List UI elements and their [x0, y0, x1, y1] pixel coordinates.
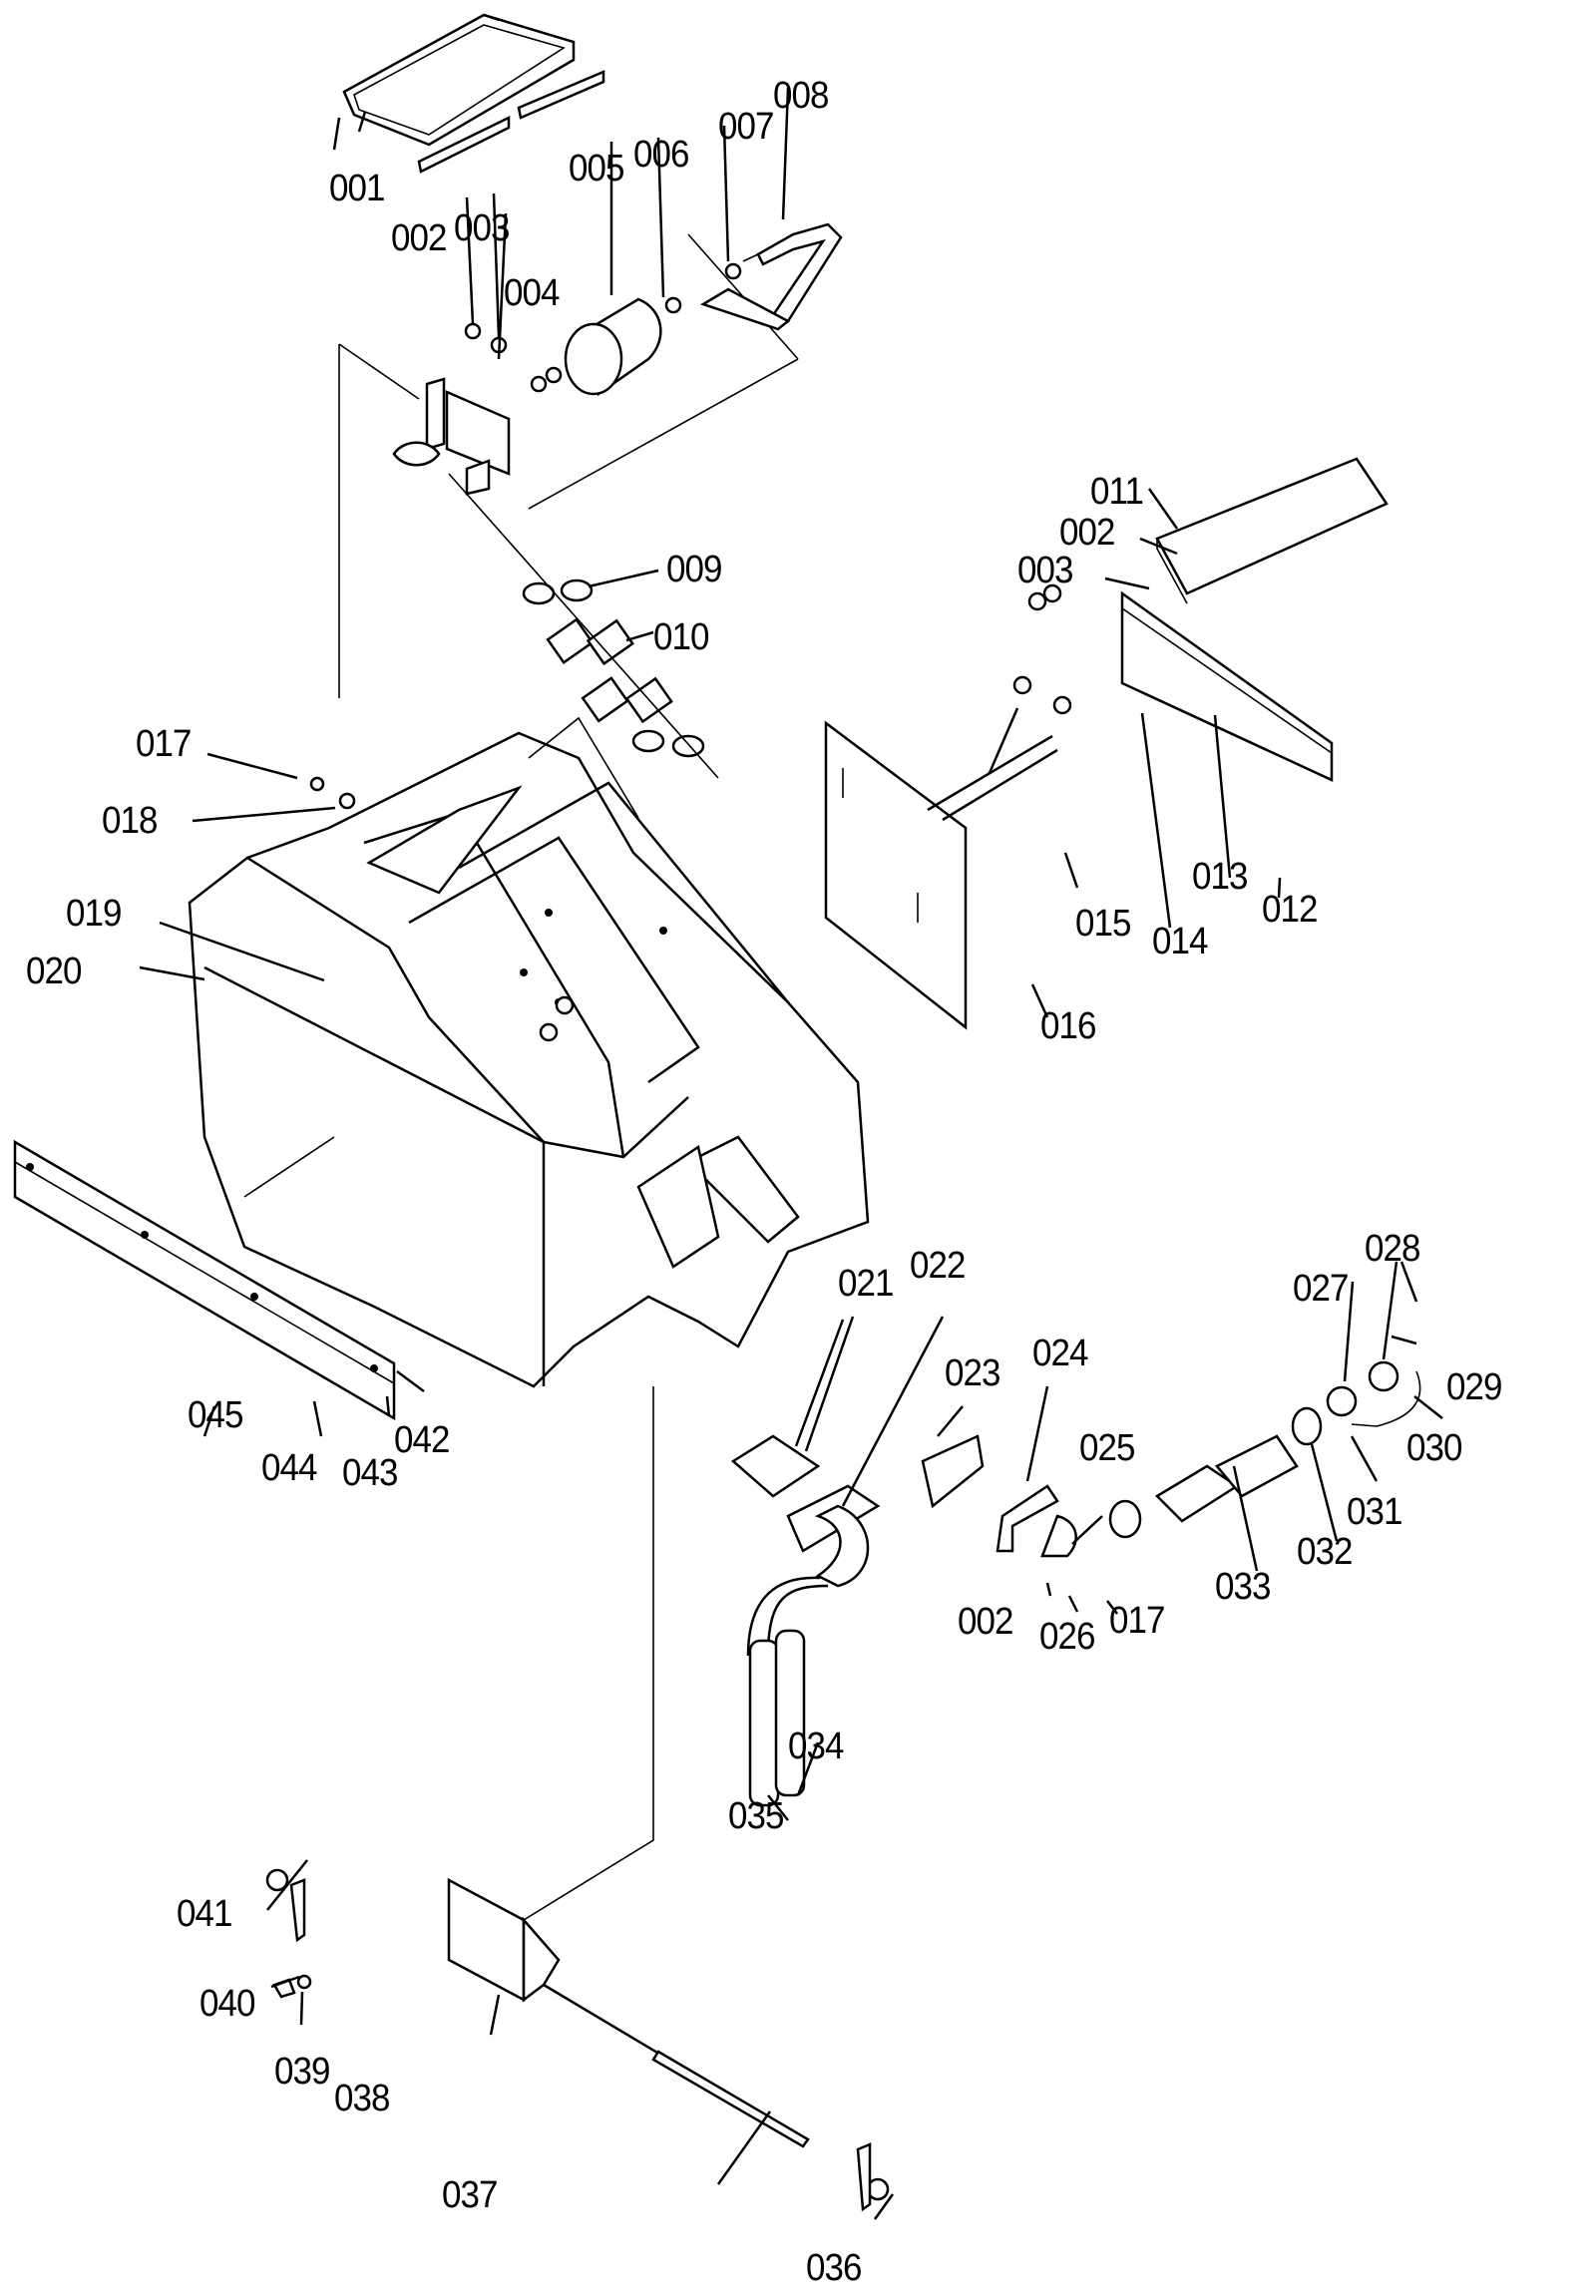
- label-009: 009: [666, 549, 722, 590]
- label-002-right: 002: [1059, 512, 1115, 554]
- label-002-lower: 002: [958, 1601, 1013, 1643]
- label-022: 022: [910, 1245, 966, 1287]
- label-013: 013: [1192, 856, 1248, 898]
- label-029: 029: [1446, 1366, 1502, 1408]
- label-015: 015: [1075, 903, 1131, 945]
- label-039: 039: [274, 2051, 330, 2093]
- label-027: 027: [1293, 1268, 1349, 1310]
- label-003-right: 003: [1017, 550, 1073, 591]
- label-037: 037: [442, 2174, 498, 2216]
- label-035: 035: [728, 1795, 784, 1837]
- label-003: 003: [454, 207, 510, 249]
- label-038: 038: [334, 2078, 390, 2119]
- part-012-plate: [1120, 590, 1334, 782]
- part-011-plate: [1155, 457, 1389, 604]
- label-012: 012: [1262, 889, 1318, 931]
- part-022-elbow: [746, 1484, 881, 1657]
- part-004-bracket: [392, 377, 511, 496]
- label-030: 030: [1406, 1427, 1462, 1469]
- part-023-plate: [921, 1434, 985, 1509]
- label-016: 016: [1040, 1005, 1096, 1047]
- part-021-gasket: [730, 1434, 821, 1498]
- label-043: 043: [342, 1452, 398, 1494]
- label-004: 004: [504, 272, 560, 314]
- label-041: 041: [177, 1893, 232, 1935]
- part-042-rail: [13, 1139, 396, 1421]
- part-028-fitting: [1368, 1360, 1399, 1392]
- part-025-ring: [1108, 1499, 1142, 1539]
- label-010: 010: [653, 616, 709, 658]
- label-007: 007: [718, 106, 774, 148]
- label-005: 005: [569, 148, 624, 190]
- label-020: 020: [26, 951, 82, 992]
- part-032-ring: [1291, 1406, 1323, 1446]
- part-033-coupler: [1154, 1434, 1299, 1523]
- part-008-handle: [700, 222, 843, 331]
- part-024-bracket: [996, 1484, 1059, 1553]
- label-017: 017: [136, 723, 192, 765]
- label-042: 042: [394, 1419, 450, 1461]
- label-040: 040: [200, 1983, 255, 2025]
- label-026: 026: [1039, 1616, 1095, 1658]
- label-031: 031: [1347, 1491, 1402, 1533]
- part-030-chain: [1351, 1370, 1421, 1427]
- part-020-tank: [188, 716, 870, 1388]
- label-025: 025: [1079, 1427, 1135, 1469]
- part-038-bracket: [447, 1386, 654, 2003]
- label-033: 033: [1215, 1566, 1271, 1608]
- label-024: 024: [1032, 1333, 1088, 1374]
- label-021: 021: [838, 1263, 894, 1305]
- label-019: 019: [66, 893, 122, 935]
- label-001: 001: [329, 168, 385, 209]
- label-044: 044: [261, 1447, 317, 1489]
- label-045: 045: [188, 1394, 243, 1436]
- label-014: 014: [1152, 921, 1208, 962]
- label-023: 023: [945, 1352, 1000, 1394]
- part-005-cylinder: [564, 297, 662, 397]
- label-017-lower: 017: [1109, 1600, 1165, 1642]
- part-034-035-hoses: [748, 1629, 806, 1807]
- part-027-cap: [1326, 1385, 1358, 1417]
- part-001-seat-pad: [332, 13, 605, 174]
- label-008: 008: [773, 75, 829, 117]
- part-037-rod: [651, 2050, 810, 2148]
- label-032: 032: [1297, 1531, 1353, 1573]
- label-006: 006: [633, 134, 689, 176]
- part-016-plate: [824, 720, 968, 1030]
- leader-lines: [139, 87, 1443, 2220]
- part-009-010-rollers: [448, 473, 719, 779]
- label-036: 036: [806, 2247, 862, 2289]
- label-018: 018: [102, 800, 158, 842]
- label-002: 002: [391, 217, 447, 259]
- label-011: 011: [1090, 471, 1144, 513]
- label-028: 028: [1365, 1228, 1420, 1270]
- label-034: 034: [788, 1725, 844, 1767]
